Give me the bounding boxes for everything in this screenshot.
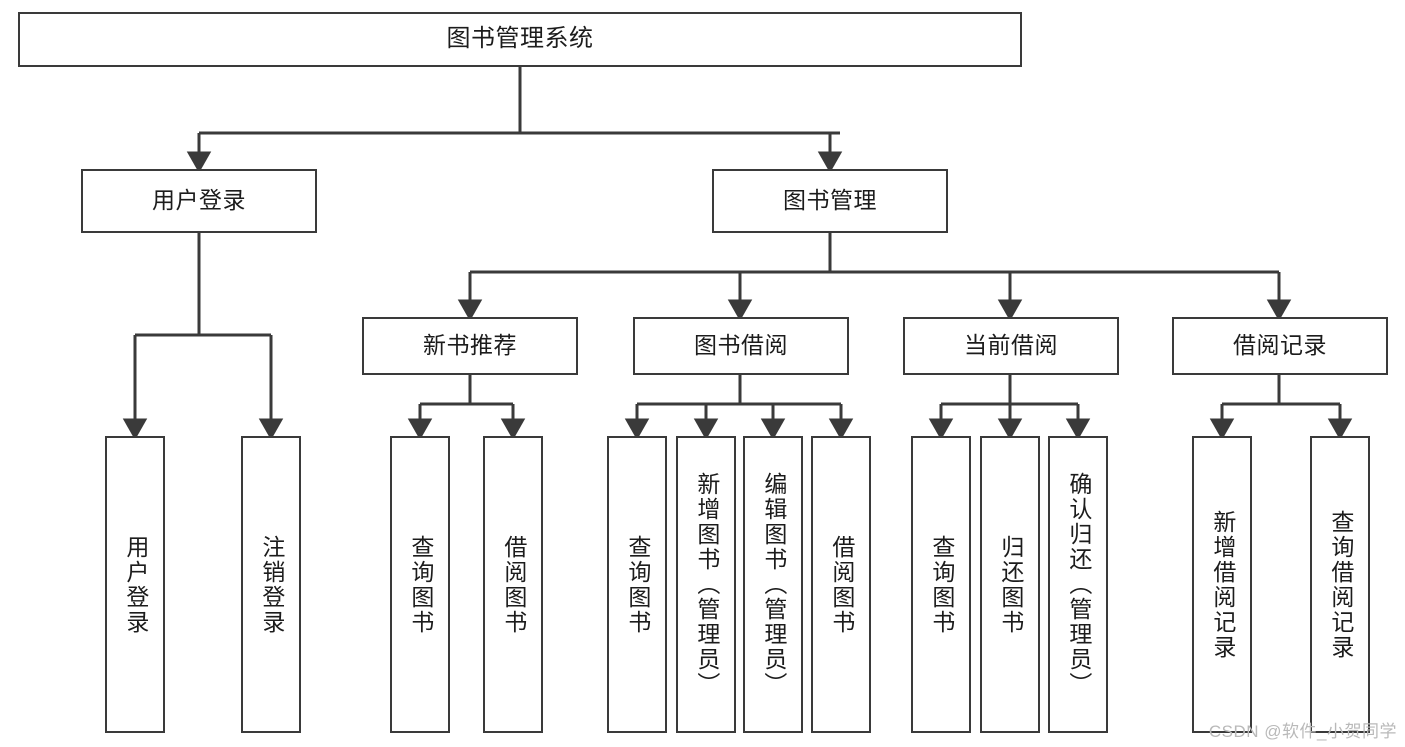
leaf-new-book-query[interactable]: 查询图书	[390, 436, 450, 733]
leaf-book-borrow-add[interactable]: 新增图书（管理员）	[676, 436, 736, 733]
node-label: 图书借阅	[694, 332, 788, 359]
node-label: 查询图书	[624, 534, 651, 635]
csdn-watermark: CSDN @软件_小贺同学	[1208, 722, 1397, 741]
node-label: 用户登录	[152, 187, 246, 214]
node-book-management[interactable]: 图书管理	[712, 169, 948, 233]
node-current-borrow[interactable]: 当前借阅	[903, 317, 1119, 375]
node-label: 借阅图书	[500, 534, 527, 635]
node-label: 编辑图书（管理员）	[760, 472, 787, 697]
leaf-book-borrow-borrow[interactable]: 借阅图书	[811, 436, 871, 733]
leaf-user-login-login[interactable]: 用户登录	[105, 436, 165, 733]
node-label: 当前借阅	[964, 332, 1058, 359]
node-new-book-recommend[interactable]: 新书推荐	[362, 317, 578, 375]
node-label: 新增图书（管理员）	[693, 472, 720, 697]
node-borrow-record[interactable]: 借阅记录	[1172, 317, 1388, 375]
leaf-current-borrow-confirm-return[interactable]: 确认归还（管理员）	[1048, 436, 1108, 733]
leaf-user-login-logout[interactable]: 注销登录	[241, 436, 301, 733]
node-label: 归还图书	[997, 534, 1024, 635]
node-label: 图书管理	[783, 187, 877, 214]
node-label: 图书管理系统	[446, 25, 594, 53]
node-book-borrow[interactable]: 图书借阅	[633, 317, 849, 375]
node-label: 确认归还（管理员）	[1065, 472, 1092, 697]
leaf-borrow-record-add[interactable]: 新增借阅记录	[1192, 436, 1252, 733]
node-user-login[interactable]: 用户登录	[81, 169, 317, 233]
node-label: 查询借阅记录	[1327, 509, 1354, 660]
node-label: 借阅记录	[1233, 332, 1327, 359]
leaf-new-book-borrow[interactable]: 借阅图书	[483, 436, 543, 733]
leaf-borrow-record-query[interactable]: 查询借阅记录	[1310, 436, 1370, 733]
node-label: 借阅图书	[828, 534, 855, 635]
node-label: 新书推荐	[423, 332, 517, 359]
node-label: 用户登录	[122, 534, 149, 635]
leaf-current-borrow-query[interactable]: 查询图书	[911, 436, 971, 733]
node-label: 查询图书	[407, 534, 434, 635]
leaf-current-borrow-return[interactable]: 归还图书	[980, 436, 1040, 733]
node-root-system[interactable]: 图书管理系统	[18, 12, 1022, 67]
node-label: 查询图书	[928, 534, 955, 635]
leaf-book-borrow-query[interactable]: 查询图书	[607, 436, 667, 733]
leaf-book-borrow-edit[interactable]: 编辑图书（管理员）	[743, 436, 803, 733]
node-label: 注销登录	[258, 534, 285, 635]
node-label: 新增借阅记录	[1209, 509, 1236, 660]
